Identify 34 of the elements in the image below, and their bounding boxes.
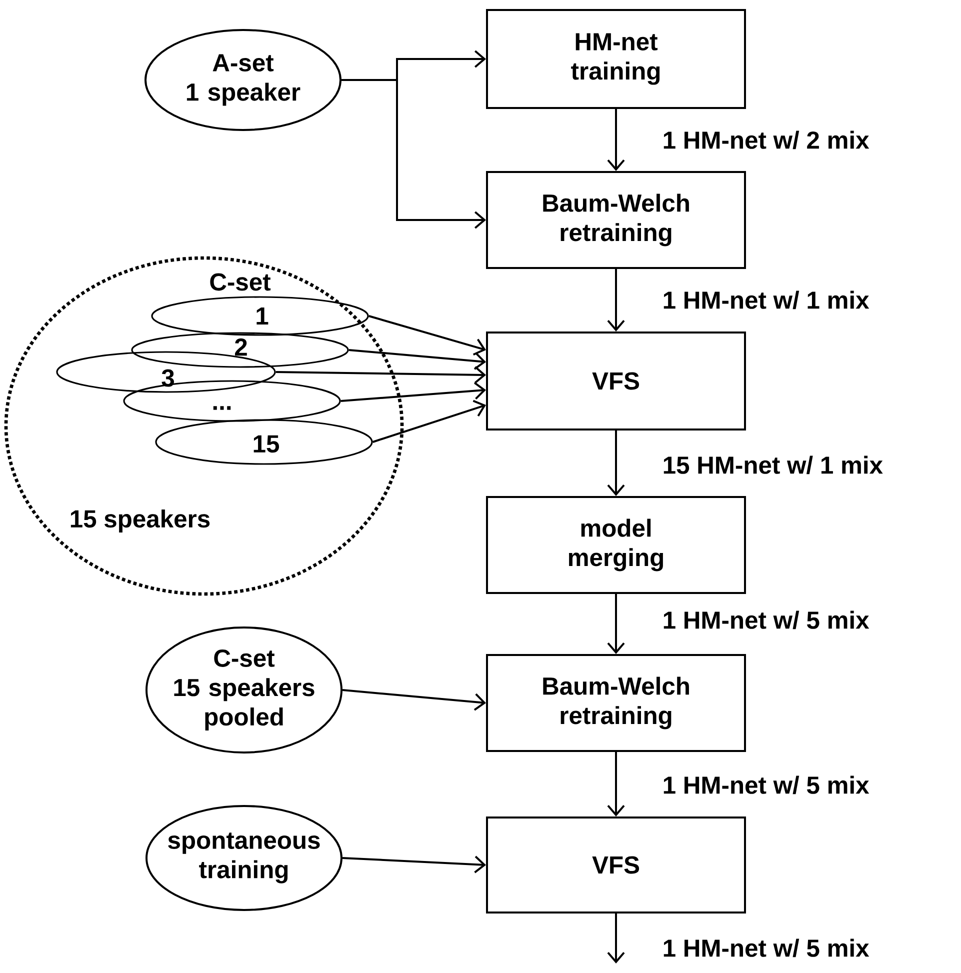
node-text: C-set 15 speakers pooled [174, 649, 314, 730]
edge-label: 1 HM-net w/ 5 mix [661, 937, 871, 959]
arrow [342, 689, 486, 711]
arrow [607, 430, 625, 496]
group-label: 15 speakers [70, 510, 210, 532]
speaker-number: ... [210, 404, 234, 412]
process-box: Baum-Welch retraining [486, 171, 746, 269]
edge-label: 1 HM-net w/ 2 mix [661, 129, 871, 150]
edge-label: 1 HM-net w/ 5 mix [661, 774, 871, 796]
edge-label: 15 HM-net w/ 1 mix [661, 454, 884, 476]
arrow [342, 856, 486, 874]
process-box: model merging [486, 496, 746, 594]
speaker-number: 1 [254, 306, 270, 326]
process-box: Baum-Welch retraining [486, 654, 746, 752]
arrow [368, 315, 486, 356]
arrow [340, 382, 486, 402]
arrow [342, 78, 486, 229]
arrow [607, 914, 625, 964]
node-text: spontaneous training [168, 832, 320, 884]
edge-label: 1 HM-net w/ 5 mix [661, 609, 871, 630]
process-box: VFS [486, 332, 746, 430]
process-box: HM-net training [486, 9, 746, 109]
arrow [372, 400, 486, 443]
speaker-number: 15 [250, 434, 282, 454]
group-label: C-set [210, 273, 271, 291]
arrow [607, 594, 625, 654]
speaker-number: 2 [232, 337, 250, 357]
arrow [607, 752, 625, 816]
arrow [607, 109, 625, 171]
process-box: VFS [486, 816, 746, 914]
arrow [607, 268, 625, 332]
arrow [348, 349, 486, 370]
node-text: A-set 1 speaker [186, 54, 300, 106]
edge-label: 1 HM-net w/ 1 mix [661, 289, 871, 310]
